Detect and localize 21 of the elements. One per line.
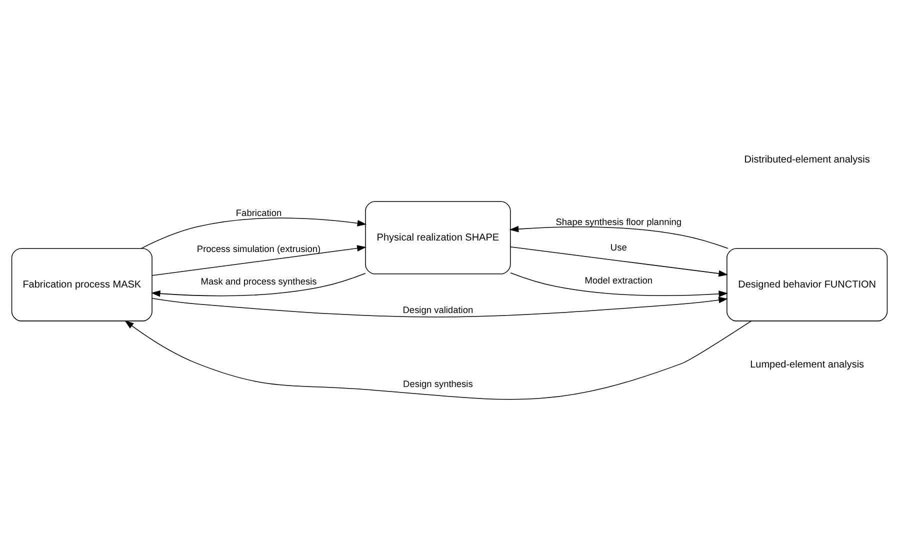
edge-label: Use: [610, 242, 627, 252]
edge-label: Shape synthesis floor planning: [556, 217, 682, 228]
arrow: [152, 296, 728, 318]
arrow: [509, 226, 728, 249]
edge-label: Mask and process synthesis: [200, 276, 317, 286]
edge-label: Process simulation (extrusion): [196, 244, 321, 254]
arrow: [151, 273, 366, 297]
arrow: [152, 245, 366, 276]
node-box: Physical realization SHAPE: [365, 201, 511, 274]
edge-label: Design validation: [402, 304, 474, 315]
node-box: Designed behavior FUNCTION: [726, 248, 888, 322]
arrow: [124, 320, 752, 400]
label: Lumped-element analysis: [750, 359, 864, 370]
arrow: [140, 218, 367, 249]
arrow: [510, 272, 728, 298]
edge-label: Fabrication: [236, 208, 282, 218]
arrow: [510, 246, 728, 277]
edge-label: Model extraction: [584, 276, 653, 286]
node-box: Fabrication process MASK: [11, 248, 152, 322]
edge-label: Design synthesis: [403, 378, 473, 389]
label: Distributed-element analysis: [744, 154, 870, 166]
